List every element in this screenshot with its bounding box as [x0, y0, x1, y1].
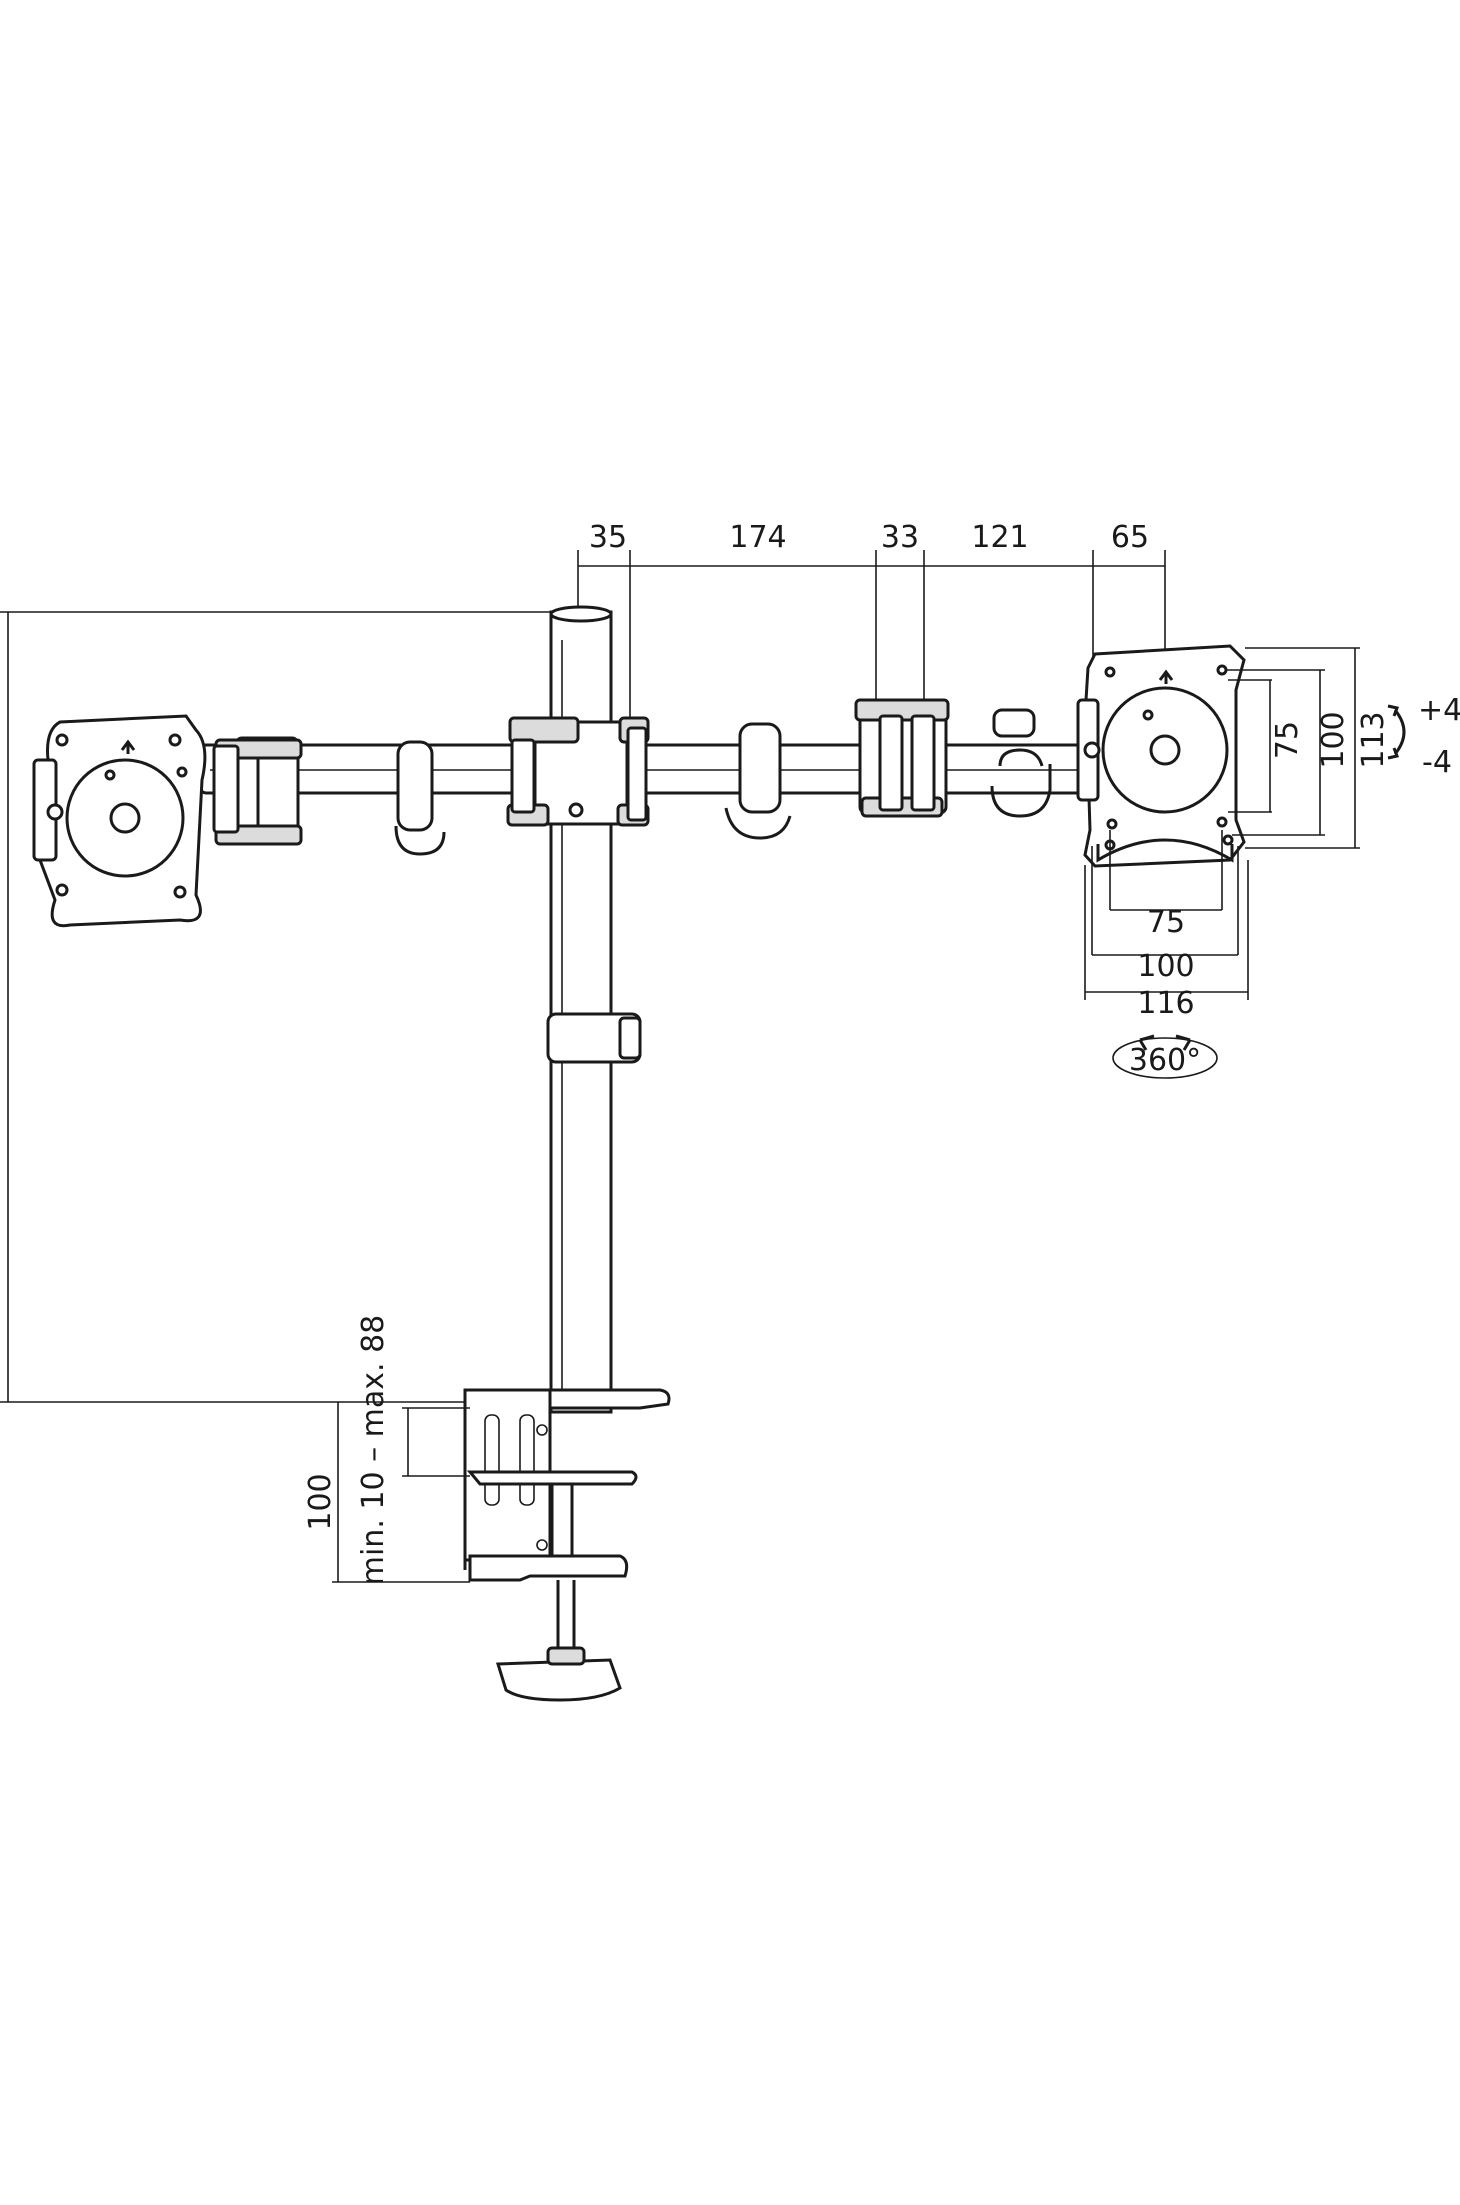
vesa-inner-vertical: 75	[1270, 721, 1305, 759]
vesa-outer-horizontal: 100	[1137, 949, 1194, 984]
vesa-outer-vertical: 100	[1316, 711, 1351, 768]
crossbar-arm	[198, 743, 1102, 795]
rotation-indicator: 360°	[1112, 1034, 1218, 1079]
cable-clips	[394, 708, 1052, 856]
dim-33: 33	[881, 520, 919, 555]
clamp-range: min. 10 – max. 88	[356, 1315, 391, 1586]
tilt-up: +4	[1418, 693, 1460, 728]
right-joint	[854, 698, 950, 818]
vesa-inner-horizontal: 75	[1147, 905, 1185, 940]
clamp-height: 100	[303, 1473, 338, 1530]
rotation-label: 360°	[1129, 1043, 1201, 1078]
vesa-plate-height: 113	[1356, 711, 1391, 768]
pole-cable-clip	[546, 1012, 642, 1064]
left-joint	[212, 736, 303, 846]
desk-clamp	[463, 1388, 671, 1702]
dim-35: 35	[589, 520, 627, 555]
left-vesa-plate	[32, 714, 207, 928]
top-dimension-chain: 35 174 33 121 65	[577, 520, 1166, 720]
dim-174: 174	[729, 520, 786, 555]
clamp-dimensions: 100 min. 10 – max. 88	[303, 1315, 470, 1586]
overall-height-bracket	[0, 611, 555, 1403]
right-vesa-plate	[1076, 644, 1246, 868]
dim-121: 121	[971, 520, 1028, 555]
vesa-horizontal-dimensions: 75 100 116	[1084, 830, 1249, 1021]
center-hub	[506, 716, 650, 827]
tilt-indicator: +4 -4	[1387, 693, 1460, 780]
vesa-vertical-dimensions: 75 100 113	[1225, 647, 1391, 849]
dim-65: 65	[1111, 520, 1149, 555]
tilt-down: -4	[1422, 745, 1452, 780]
vesa-plate-width: 116	[1137, 986, 1194, 1021]
